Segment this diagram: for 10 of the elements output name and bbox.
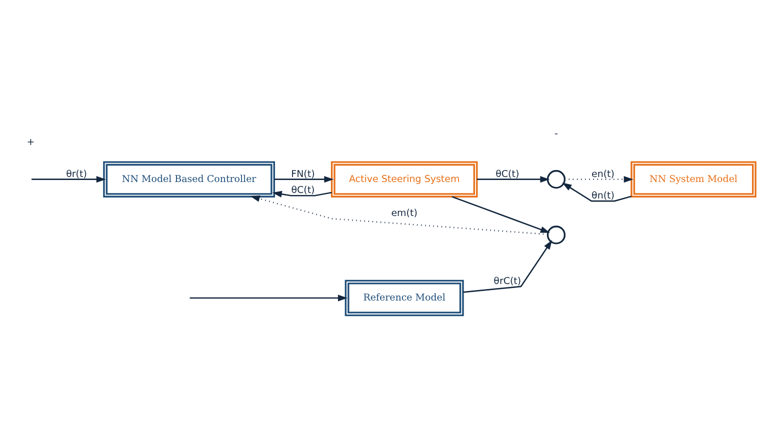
edge-label: FN(t) (291, 168, 315, 180)
edge-label: θrC(t) (494, 276, 522, 287)
edge-label: em(t) (391, 208, 418, 220)
edge-label: θC(t) (291, 185, 315, 196)
edge-label: θn(t) (592, 190, 614, 202)
edge-label: en(t) (592, 168, 614, 180)
edge-label: θr(t) (66, 168, 87, 180)
label: + (26, 137, 35, 148)
label: - (554, 128, 558, 140)
edge-label: θC(t) (496, 168, 520, 180)
